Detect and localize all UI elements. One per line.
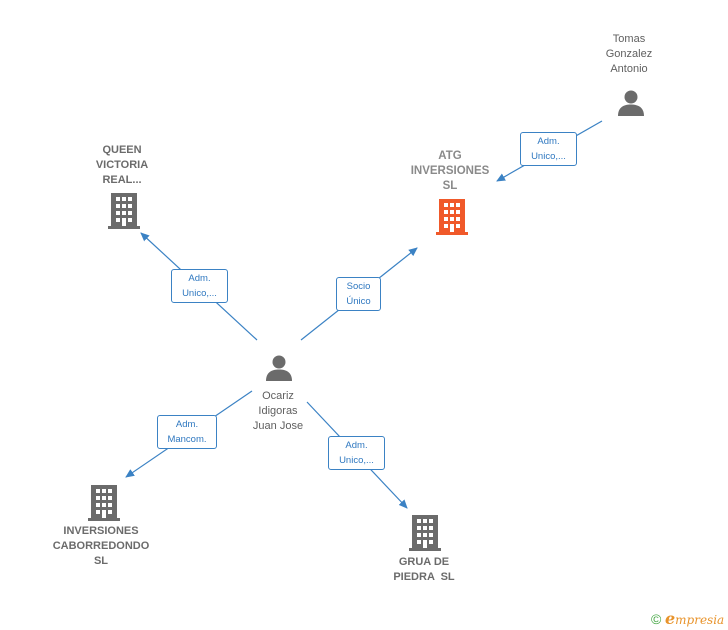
node-name-line: INVERSIONES [63, 525, 139, 537]
brand-logo: empresia [665, 609, 725, 628]
person-icon[interactable] [264, 353, 294, 383]
building-icon[interactable] [108, 193, 140, 229]
node-name-line: Idigoras [258, 405, 298, 417]
node-name-line: Gonzalez [605, 48, 653, 60]
building-icon[interactable] [436, 199, 468, 235]
edge-label-ocariz-grua[interactable]: Adm. Unico,... [328, 436, 385, 470]
edge-label-line: Unico,... [339, 455, 374, 466]
footer-brand[interactable]: © empresia [651, 609, 725, 628]
copyright-symbol: © [651, 611, 662, 627]
node-label-atg[interactable]: ATG INVERSIONES SL [400, 149, 500, 194]
edge-label-ocariz-caborredondo[interactable]: Adm. Mancom. [157, 415, 217, 449]
node-label-ocariz[interactable]: Ocariz Idigoras Juan Jose [232, 389, 324, 434]
edge-label-line: Mancom. [167, 434, 207, 445]
node-name-line: GRUA DE [398, 556, 450, 568]
brand-name: mpresia [675, 613, 725, 627]
node-label-tomas[interactable]: Tomas Gonzalez Antonio [584, 32, 674, 77]
node-name-line: VICTORIA [95, 159, 149, 171]
node-name-line: SL [93, 555, 109, 567]
node-name-line: ATG [438, 150, 462, 162]
node-name-line: Tomas [612, 33, 646, 45]
person-icon[interactable] [616, 88, 646, 118]
edge-label-line: Unico,... [182, 288, 217, 299]
edge-label-tomas-atg[interactable]: Adm. Unico,... [520, 132, 577, 166]
node-name-line: REAL... [102, 174, 142, 186]
edge-label-ocariz-queen[interactable]: Adm. Unico,... [171, 269, 228, 303]
edge-label-line: Unico,... [531, 151, 566, 162]
node-name-line: INVERSIONES [410, 165, 490, 177]
edge-label-line: Único [346, 296, 371, 307]
building-icon[interactable] [88, 485, 120, 521]
node-name-line: Juan Jose [252, 420, 304, 432]
brand-initial: e [664, 609, 676, 628]
edge-label-ocariz-atg[interactable]: Socio Único [336, 277, 381, 311]
edge-label-line: Adm. [345, 440, 368, 451]
node-label-queen[interactable]: QUEEN VICTORIA REAL... [76, 143, 168, 188]
edge-label-line: Adm. [175, 419, 199, 430]
building-icon[interactable] [409, 515, 441, 551]
edge-label-line: Adm. [188, 273, 211, 284]
node-name-line: Antonio [610, 63, 648, 75]
node-label-grua[interactable]: GRUA DE PIEDRA SL [374, 555, 474, 585]
node-name-line: PIEDRA SL [393, 571, 455, 583]
node-label-caborredondo[interactable]: INVERSIONES CABORREDONDO SL [46, 524, 156, 569]
edge-label-line: Socio [346, 281, 371, 292]
edge-label-line: Adm. [537, 136, 560, 147]
node-name-line: CABORREDONDO [52, 540, 150, 552]
node-name-line: QUEEN [102, 144, 142, 156]
node-name-line: Ocariz [262, 390, 294, 402]
node-name-line: SL [442, 180, 458, 192]
